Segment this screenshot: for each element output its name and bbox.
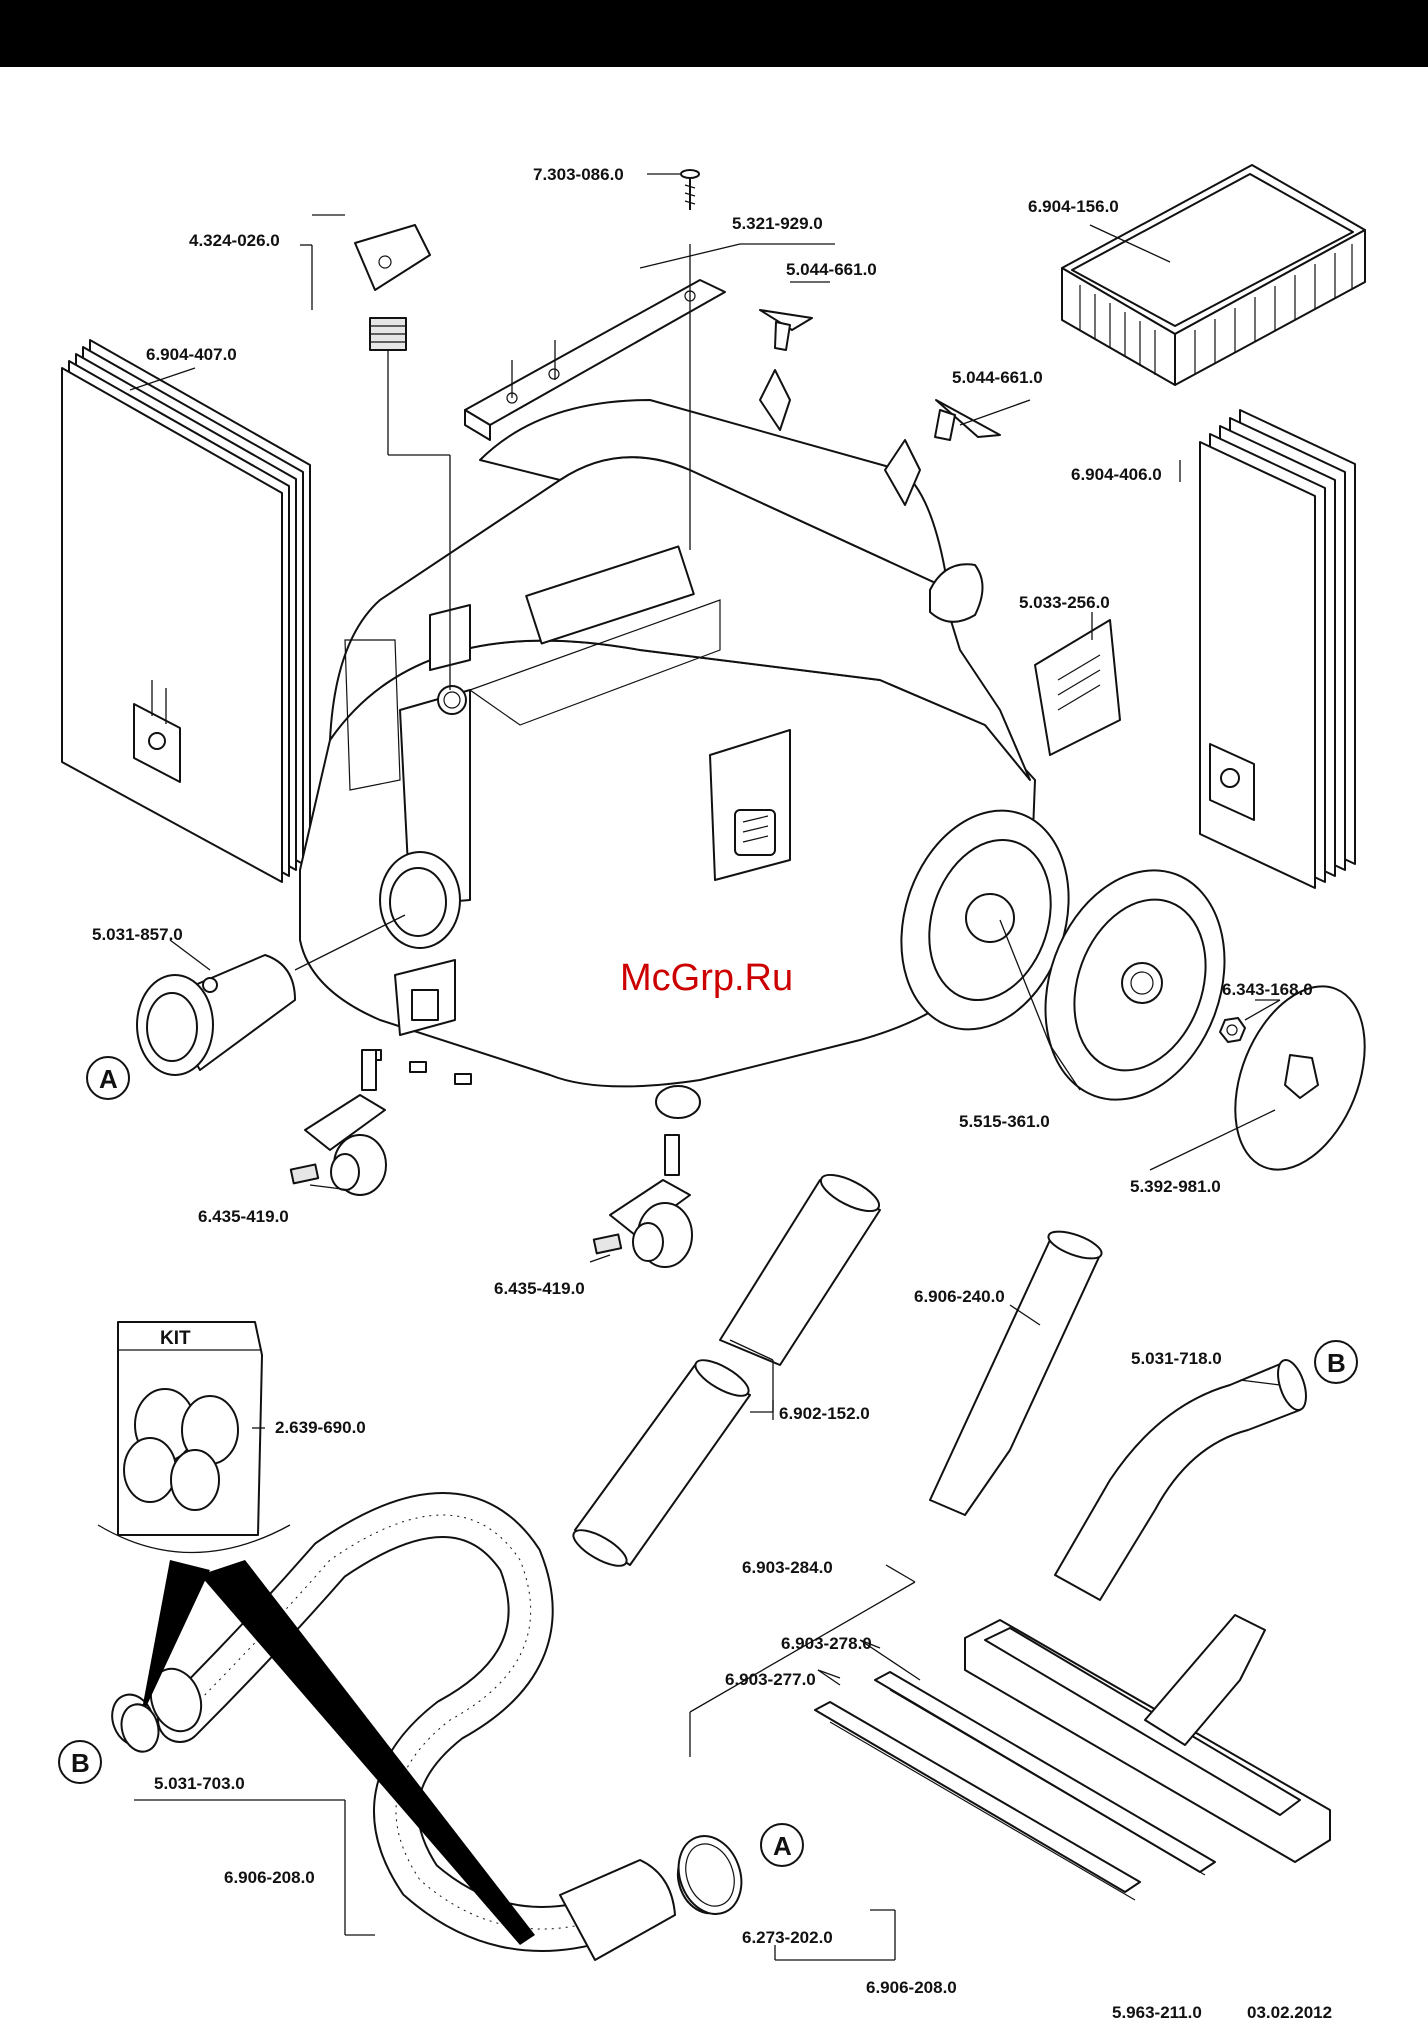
doc-number: 5.963-211.0 — [1112, 2003, 1202, 2022]
crevice-nozzle — [929, 1230, 1103, 1516]
label-5392981: 5.392-981.0 — [1130, 1177, 1221, 1196]
hose-cuff — [120, 1703, 160, 1753]
label-5321929: 5.321-929.0 — [732, 214, 823, 233]
elbow-wand — [1054, 1358, 1307, 1601]
callout-b-letter: B — [71, 1748, 90, 1778]
extension-tube-lower — [572, 1359, 751, 1567]
label-6902152: 6.902-152.0 — [779, 1404, 870, 1423]
accessory-clip-2 — [934, 399, 1001, 441]
label-6435419-left: 6.435-419.0 — [198, 1207, 289, 1226]
label-5031718: 5.031-718.0 — [1131, 1349, 1222, 1368]
wheel — [1044, 869, 1226, 1101]
label-6903278: 6.903-278.0 — [781, 1634, 872, 1653]
doc-date: 03.02.2012 — [1247, 2003, 1332, 2022]
callout-a-left: A — [86, 1056, 130, 1100]
filter-bag-stack-right — [1199, 409, 1356, 889]
seal-ring — [677, 1835, 743, 1915]
label-5044661-upper: 5.044-661.0 — [786, 260, 877, 279]
hubcap — [1234, 985, 1366, 1171]
inlet-adapter — [136, 954, 296, 1076]
screw — [680, 169, 700, 210]
filter-bag-stack-left — [61, 339, 311, 883]
castor-right — [592, 1134, 693, 1268]
callout-b-left: B — [58, 1740, 102, 1784]
label-6903277: 6.903-277.0 — [725, 1670, 816, 1689]
callout-b-letter: B — [1327, 1348, 1346, 1378]
watermark-text: McGrp.Ru — [620, 957, 793, 999]
vacuum-body — [299, 369, 1036, 1119]
label-5044661-lower: 5.044-661.0 — [952, 368, 1043, 387]
label-6343168: 6.343-168.0 — [1222, 980, 1313, 999]
footer: 5.963-211.0 03.02.2012 — [1112, 2003, 1332, 2022]
header-bar — [0, 0, 1428, 67]
rear-wheel-mounted — [900, 809, 1070, 1031]
label-6904156: 6.904-156.0 — [1028, 197, 1119, 216]
part-labels: 7.303-086.0 5.321-929.0 4.324-026.0 5.04… — [92, 165, 1313, 1997]
castor-left — [289, 1049, 387, 1196]
accessory-clip-1 — [759, 309, 813, 351]
callout-a-letter: A — [99, 1064, 118, 1094]
kit-label: KIT — [160, 1328, 191, 1349]
leader-lines — [129, 173, 1281, 1961]
extension-tube-upper — [719, 1173, 881, 1366]
label-6903284: 6.903-284.0 — [742, 1558, 833, 1577]
latch-spring — [354, 224, 431, 351]
callout-a-letter: A — [773, 1831, 792, 1861]
label-4324026: 4.324-026.0 — [189, 231, 280, 250]
label-6904407: 6.904-407.0 — [146, 345, 237, 364]
label-5033256: 5.033-256.0 — [1019, 593, 1110, 612]
wheel-nut — [1219, 1017, 1246, 1043]
label-7303086: 7.303-086.0 — [533, 165, 624, 184]
flat-pleated-filter — [1061, 164, 1366, 386]
label-6906208-bottom: 6.906-208.0 — [866, 1978, 957, 1997]
label-5031703: 5.031-703.0 — [154, 1774, 245, 1793]
label-6904406: 6.904-406.0 — [1071, 465, 1162, 484]
label-5515361: 5.515-361.0 — [959, 1112, 1050, 1131]
kit-bag — [97, 1321, 291, 1554]
floor-nozzle — [964, 1614, 1331, 1863]
kit-pointer — [140, 1560, 535, 1945]
label-6906208-left: 6.906-208.0 — [224, 1868, 315, 1887]
label-6435419-right: 6.435-419.0 — [494, 1279, 585, 1298]
label-5031857: 5.031-857.0 — [92, 925, 183, 944]
callout-b-right: B — [1314, 1340, 1358, 1384]
label-2639690: 2.639-690.0 — [275, 1418, 366, 1437]
squeegee-strip-lower — [814, 1701, 1141, 1901]
label-6906240: 6.906-240.0 — [914, 1287, 1005, 1306]
handle-plate — [464, 279, 726, 441]
label-6273202: 6.273-202.0 — [742, 1928, 833, 1947]
squeegee-strip-upper — [874, 1671, 1216, 1876]
side-cover — [1034, 619, 1121, 756]
callout-a-right: A — [760, 1823, 804, 1867]
